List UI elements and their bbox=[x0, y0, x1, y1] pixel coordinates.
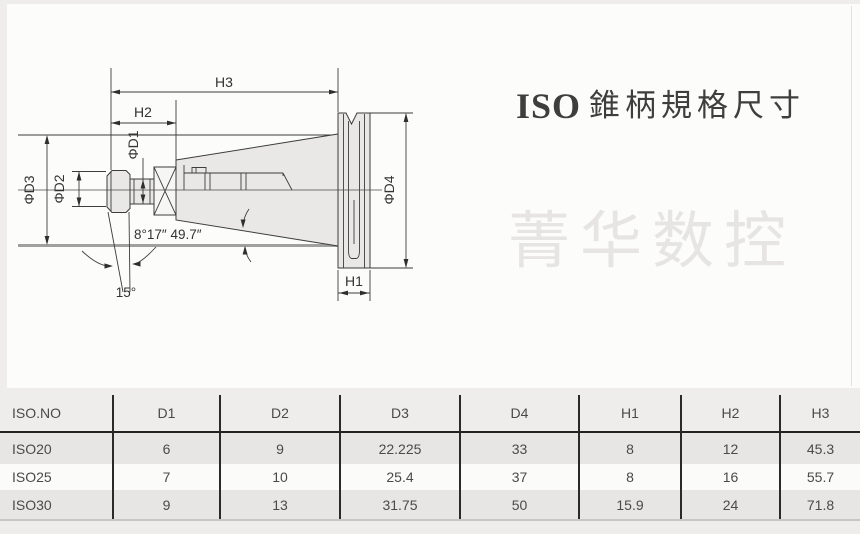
gauge-block-diagonal-2 bbox=[153, 166, 177, 216]
table-cell: 31.75 bbox=[339, 490, 459, 519]
table-cell: 25.4 bbox=[339, 464, 459, 490]
col-header-d2: D2 bbox=[219, 395, 339, 433]
table-cell: ISO25 bbox=[0, 464, 112, 490]
col-header-d1: D1 bbox=[112, 395, 219, 433]
col-header-d4: D4 bbox=[459, 395, 578, 433]
table-cell: 9 bbox=[112, 490, 219, 519]
pull-stud-head bbox=[106, 170, 131, 213]
table-cell: 33 bbox=[459, 433, 578, 464]
col-header-d3: D3 bbox=[339, 395, 459, 433]
dim-label-h3: H3 bbox=[215, 74, 233, 90]
dim-label-d2: ΦD2 bbox=[51, 174, 67, 203]
dim-label-d4: ΦD4 bbox=[381, 175, 397, 204]
table-cell: 55.7 bbox=[779, 464, 860, 490]
flange bbox=[337, 112, 371, 269]
table-cell: 22.225 bbox=[339, 433, 459, 464]
dim-label-h2: H2 bbox=[134, 104, 152, 120]
table-cell: 12 bbox=[680, 433, 779, 464]
dim-label-h1: H1 bbox=[345, 273, 363, 289]
table-cell: 37 bbox=[459, 464, 578, 490]
table-cell: 9 bbox=[219, 433, 339, 464]
table-cell: 24 bbox=[680, 490, 779, 519]
col-header-h3: H3 bbox=[779, 395, 860, 433]
title-cjk: 錐柄規格尺寸 bbox=[589, 88, 806, 123]
table-cell: ISO30 bbox=[0, 490, 112, 519]
table-cell: 8 bbox=[578, 433, 680, 464]
arrowheads bbox=[44, 89, 409, 296]
table-cell: 50 bbox=[459, 490, 578, 519]
table-cell: 45.3 bbox=[779, 433, 860, 464]
table-cell: 6 bbox=[112, 433, 219, 464]
dim-label-d3: ΦD3 bbox=[21, 175, 37, 204]
table-cell: 7 bbox=[112, 464, 219, 490]
table-cell: 10 bbox=[219, 464, 339, 490]
table-cell: 16 bbox=[680, 464, 779, 490]
title-brand: ISO bbox=[516, 86, 582, 126]
col-header-h1: H1 bbox=[578, 395, 680, 433]
col-header-iso-no: ISO.NO bbox=[0, 395, 112, 433]
panel-edge-line bbox=[851, 6, 852, 386]
dim-label-d1: ΦD1 bbox=[125, 130, 141, 159]
table-cell: ISO20 bbox=[0, 433, 112, 464]
taper-shank-diagram: H3 H2 H1 ΦD3 ΦD2 ΦD1 ΦD4 8°17″ 49.7″ 15° bbox=[18, 68, 413, 301]
taper-angle-label: 8°17″ 49.7″ bbox=[134, 227, 202, 242]
stud-angle-label: 15° bbox=[116, 285, 136, 300]
table-cell: 15.9 bbox=[578, 490, 680, 519]
flange-groove-lines bbox=[343, 114, 365, 268]
cone-detail-lines bbox=[183, 165, 293, 191]
table-cell: 71.8 bbox=[779, 490, 860, 519]
table-cell: 8 bbox=[578, 464, 680, 490]
table-cell: 13 bbox=[219, 490, 339, 519]
col-header-h2: H2 bbox=[680, 395, 779, 433]
watermark-text: 菁华数控 bbox=[508, 207, 797, 276]
spec-table: ISO.NO D1 D2 D3 D4 H1 H2 H3 ISO20 6 9 22… bbox=[0, 395, 860, 521]
